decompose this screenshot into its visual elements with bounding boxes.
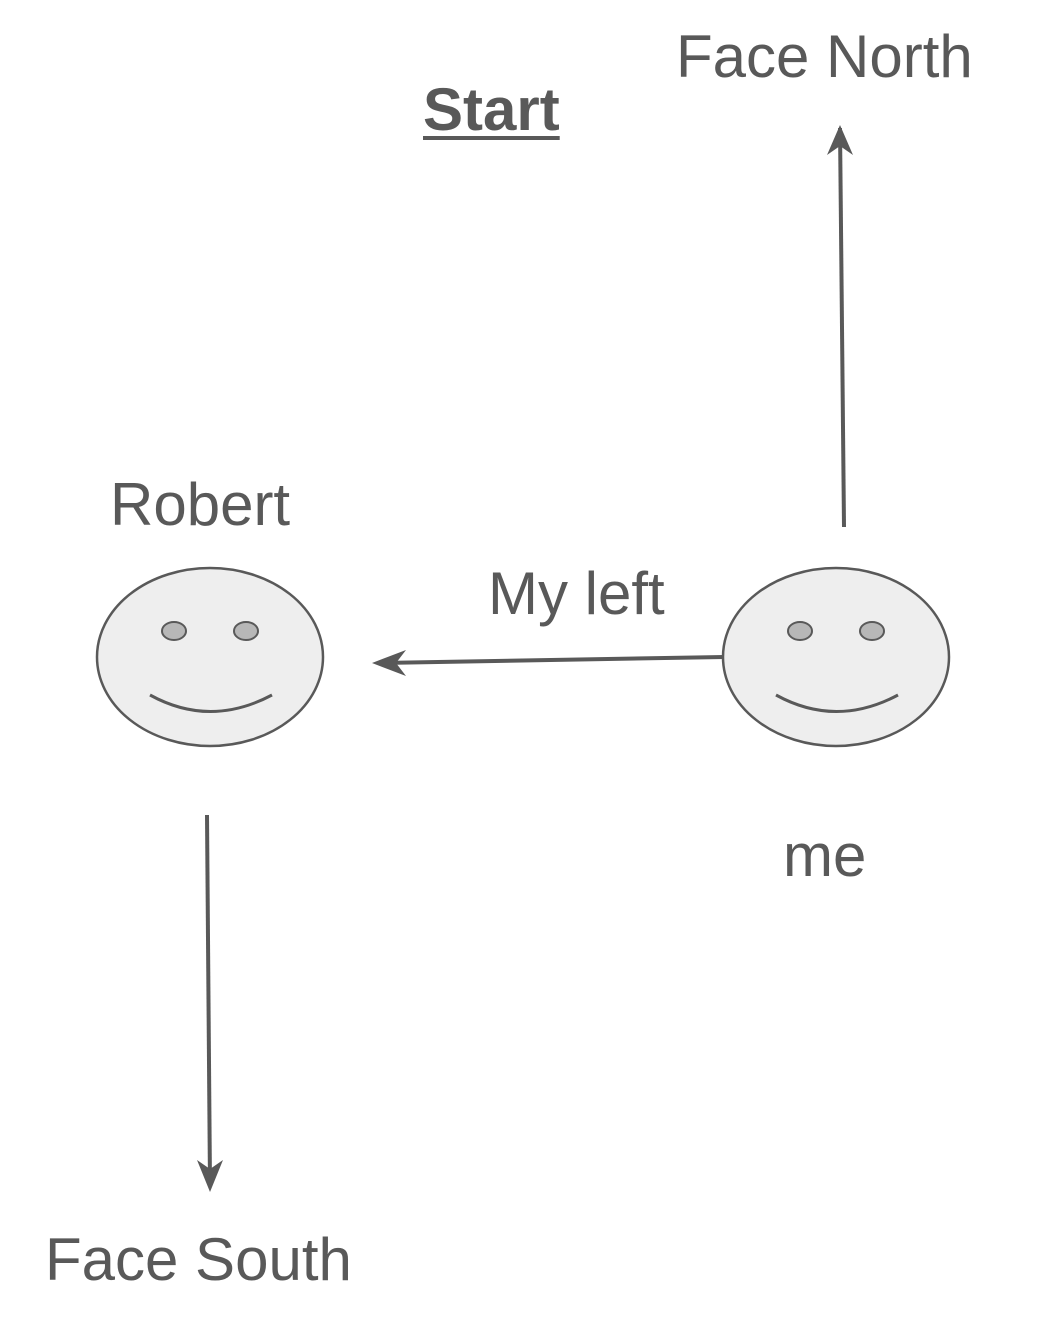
robert-left-eye [161, 621, 187, 641]
diagram-title: Start [423, 76, 560, 143]
arrow-to-face-north [827, 125, 853, 528]
arrow-to-robert [372, 650, 725, 676]
arrow-to-face-south [197, 814, 223, 1192]
robert-right-eye [233, 621, 259, 641]
me-left-eye [787, 621, 813, 641]
face-north-label: Face North [676, 23, 973, 90]
robert-smile [149, 693, 273, 713]
face-south-label: Face South [45, 1226, 352, 1293]
me-label: me [783, 822, 867, 889]
robert-label: Robert [110, 471, 291, 538]
me-right-eye [859, 621, 885, 641]
robert-face-icon [95, 566, 325, 748]
my-left-label: My left [488, 560, 665, 627]
me-face-icon [721, 566, 951, 748]
me-smile [775, 693, 899, 713]
